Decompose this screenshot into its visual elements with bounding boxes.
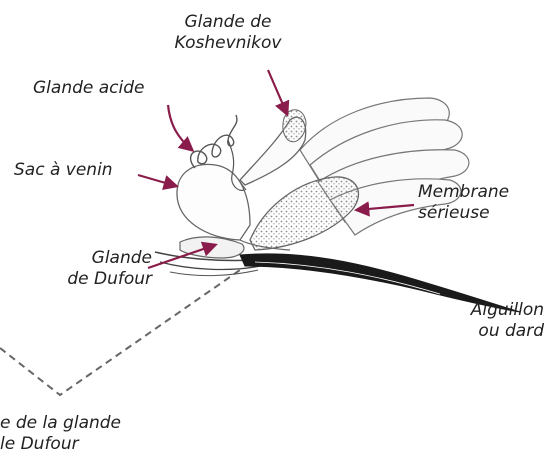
label-acid-gland: Glande acide: [33, 78, 144, 99]
label-koshevnikov-line1: Glande de: [168, 12, 288, 33]
label-dufour-detail: e de la glande le Dufour: [0, 413, 121, 455]
serous-membrane: [250, 177, 358, 250]
label-serous-membrane: Membrane sérieuse: [418, 182, 509, 224]
label-sting-line1: Aiguillon: [430, 300, 544, 321]
label-dufour-gland-line2: de Dufour: [40, 269, 152, 290]
label-serous-membrane-line2: sérieuse: [418, 203, 509, 224]
venom-sac: [177, 164, 250, 240]
label-dufour-gland: Glande de Dufour: [40, 248, 152, 290]
label-sting-line2: ou dard: [430, 321, 544, 342]
label-venom-sac: Sac à venin: [14, 160, 113, 181]
acid-gland-duct: [191, 115, 237, 168]
label-koshevnikov: Glande de Koshevnikov: [168, 12, 288, 54]
arrow-acid-gland: [168, 105, 192, 150]
label-koshevnikov-line2: Koshevnikov: [168, 33, 288, 54]
koshevnikov-gland: [240, 110, 306, 190]
label-dufour-detail-line2: le Dufour: [0, 434, 121, 455]
label-serous-membrane-line1: Membrane: [418, 182, 509, 203]
label-dufour-gland-line1: Glande: [40, 248, 152, 269]
arrow-koshevnikov: [268, 70, 287, 114]
label-dufour-detail-line1: e de la glande: [0, 413, 121, 434]
arrow-venom-sac: [138, 175, 176, 186]
label-sting: Aiguillon ou dard: [430, 300, 544, 342]
